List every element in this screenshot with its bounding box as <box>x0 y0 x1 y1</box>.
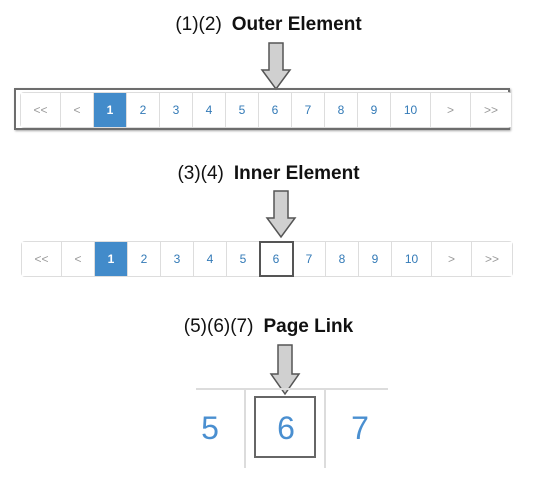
heading-numbers: (5)(6)(7) <box>183 316 254 337</box>
down-arrow-icon <box>260 42 292 91</box>
page-link-4[interactable]: 4 <box>193 93 226 127</box>
pagination-inner: << < 1 2 3 4 5 6 7 8 9 10 > >> <box>21 241 513 277</box>
page-link-5[interactable]: 5 <box>227 242 260 276</box>
heading-outer-element: (1)(2) Outer Element <box>0 14 537 36</box>
page-link-5[interactable]: 5 <box>226 93 259 127</box>
page-link-4[interactable]: 4 <box>194 242 227 276</box>
heading-numbers: (3)(4) <box>177 163 224 184</box>
page-link-2[interactable]: 2 <box>128 242 161 276</box>
page-link-1[interactable]: 1 <box>95 242 128 276</box>
page-next-button[interactable]: > <box>431 93 471 127</box>
down-arrow-icon <box>269 344 301 396</box>
page-link-9[interactable]: 9 <box>358 93 391 127</box>
heading-title: Inner Element <box>233 163 360 184</box>
page-link-8[interactable]: 8 <box>325 93 358 127</box>
heading-title: Page Link <box>263 316 354 337</box>
heading-title: Outer Element <box>231 14 362 35</box>
page-link-2[interactable]: 2 <box>127 93 160 127</box>
page-last-button[interactable]: >> <box>471 93 511 127</box>
page-prev-button[interactable]: < <box>61 93 94 127</box>
heading-inner-element: (3)(4) Inner Element <box>0 163 537 185</box>
page-link-7[interactable]: 7 <box>293 242 326 276</box>
page-link-8[interactable]: 8 <box>326 242 359 276</box>
page-first-button[interactable]: << <box>21 93 61 127</box>
page-last-button[interactable]: >> <box>472 242 512 276</box>
zoom-divider <box>244 388 246 468</box>
page-link-9[interactable]: 9 <box>359 242 392 276</box>
page-next-button[interactable]: > <box>432 242 472 276</box>
page-link-6[interactable]: 6 <box>259 93 292 127</box>
zoom-page-link-5[interactable]: 5 <box>201 410 219 446</box>
heading-page-link: (5)(6)(7) Page Link <box>0 316 537 338</box>
heading-numbers: (1)(2) <box>175 14 222 35</box>
page-link-highlight <box>254 396 316 458</box>
zoom-page-link-7[interactable]: 7 <box>351 410 369 446</box>
page-link-3[interactable]: 3 <box>161 242 194 276</box>
page-link-zoom: 5 6 7 <box>196 388 388 468</box>
page-link-3[interactable]: 3 <box>160 93 193 127</box>
page-prev-button[interactable]: < <box>62 242 95 276</box>
zoom-top-border <box>196 388 388 390</box>
page-link-10[interactable]: 10 <box>392 242 432 276</box>
page-link-10[interactable]: 10 <box>391 93 431 127</box>
down-arrow-icon <box>265 190 297 239</box>
page-link-1[interactable]: 1 <box>94 93 127 127</box>
zoom-divider <box>324 388 326 468</box>
pagination-outer: << < 1 2 3 4 5 6 7 8 9 10 > >> <box>20 92 512 128</box>
page-link-7[interactable]: 7 <box>292 93 325 127</box>
page-first-button[interactable]: << <box>22 242 62 276</box>
zoom-page-link-6[interactable]: 6 <box>277 410 295 446</box>
page-link-6-highlighted[interactable]: 6 <box>259 241 294 277</box>
